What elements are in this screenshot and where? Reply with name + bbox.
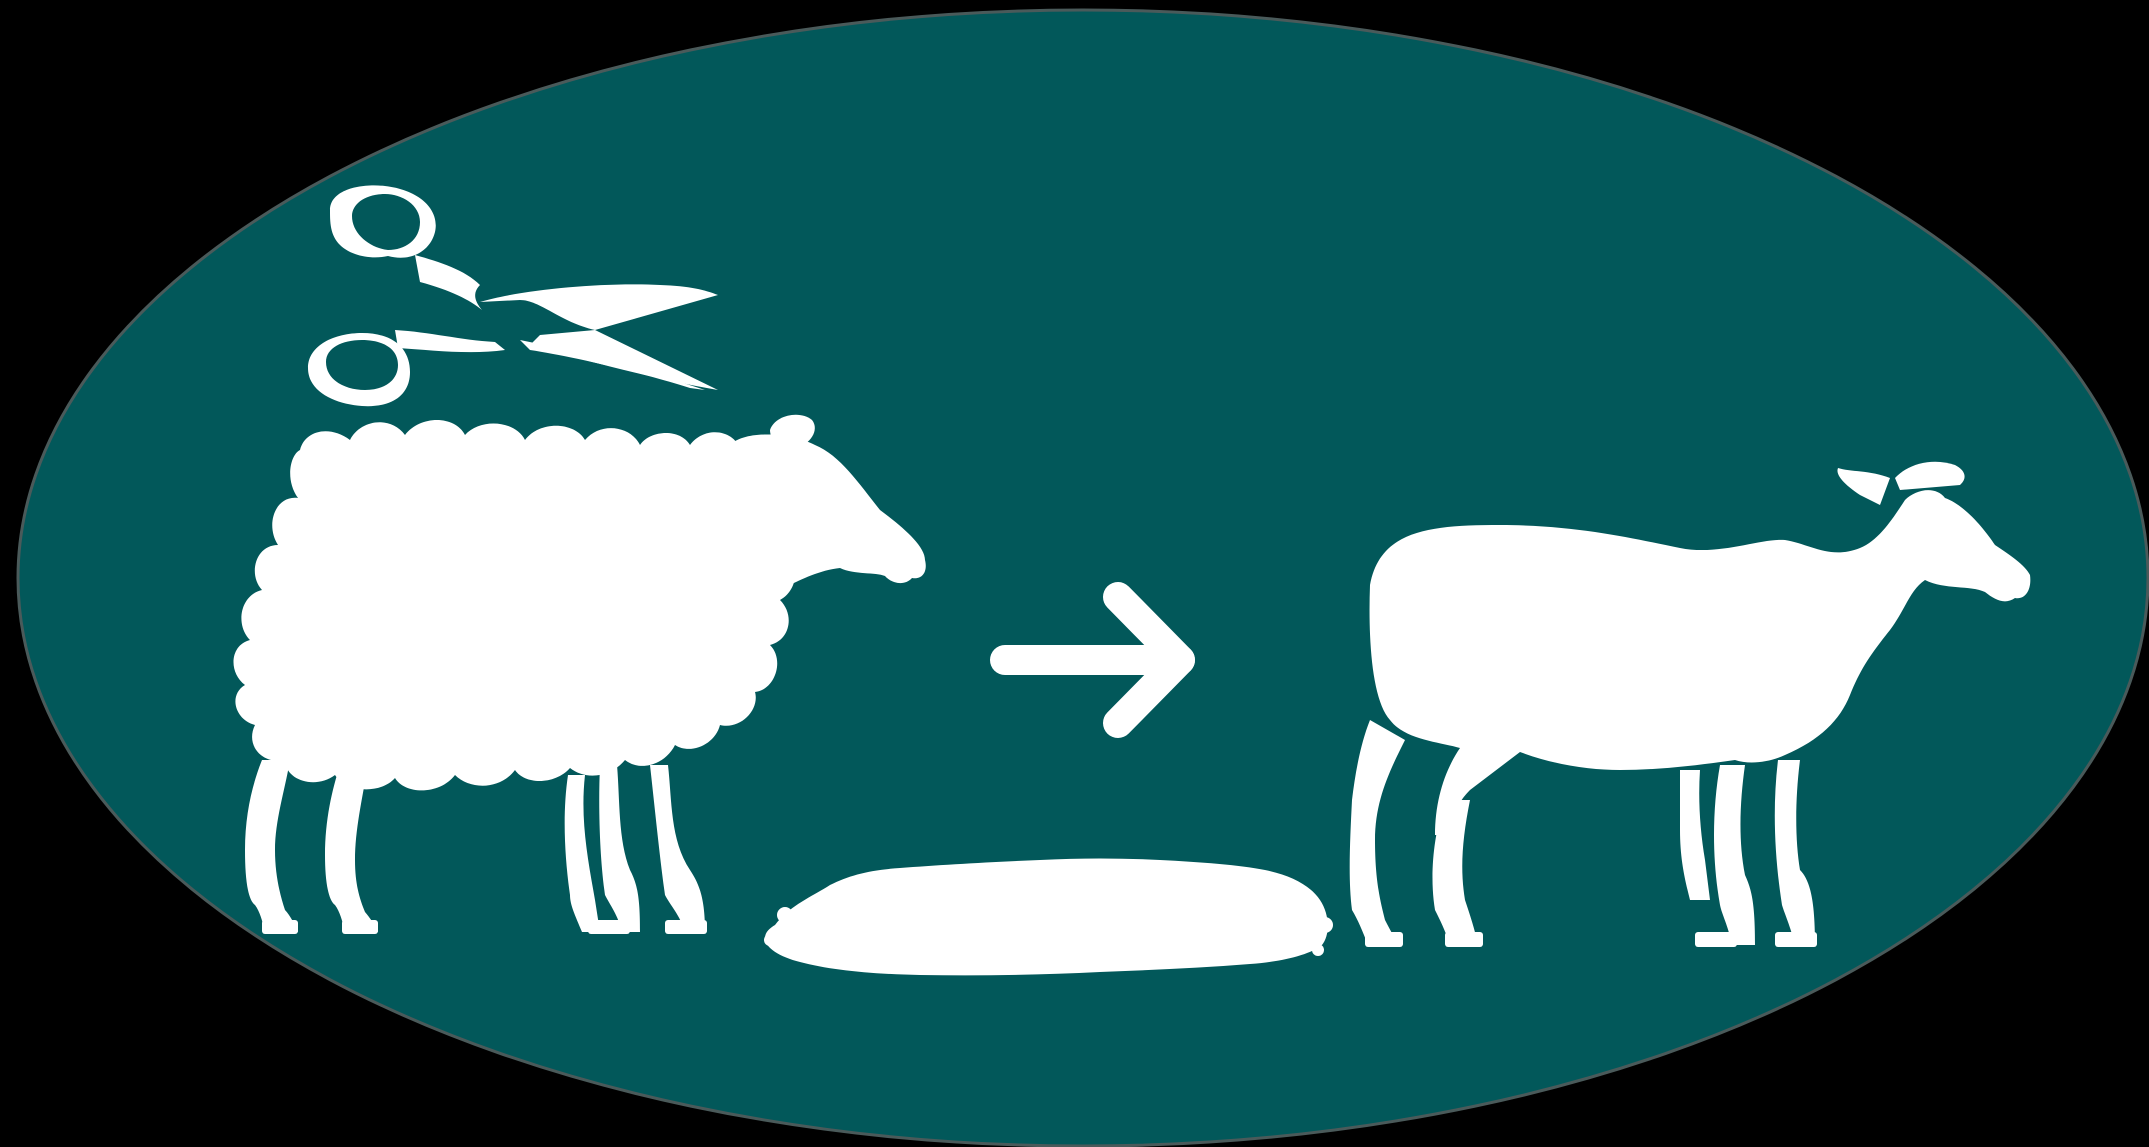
illustration-canvas xyxy=(0,0,2149,1147)
shearing-illustration xyxy=(0,0,2149,1147)
